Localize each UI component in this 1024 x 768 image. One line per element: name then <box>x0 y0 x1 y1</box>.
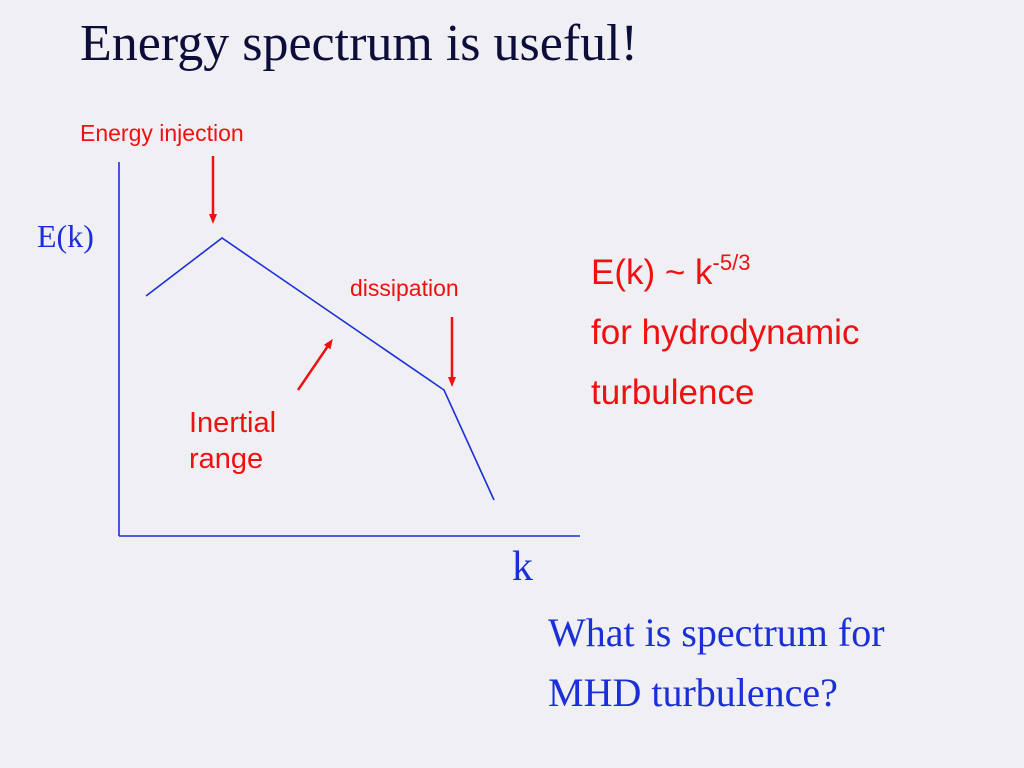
x-axis-label: k <box>512 544 533 590</box>
formula-line3: turbulence <box>591 373 755 412</box>
mhd-question: What is spectrum for MHD turbulence? <box>548 603 885 723</box>
question-line1: What is spectrum for <box>548 610 885 655</box>
y-axis-label: E(k) <box>37 218 94 254</box>
dissipation-label: dissipation <box>350 275 459 301</box>
energy-injection-label: Energy injection <box>80 120 244 146</box>
question-line2: MHD turbulence? <box>548 670 838 715</box>
slide-title: Energy spectrum is useful! <box>80 15 638 72</box>
inertial-label-line1: Inertial <box>189 407 277 439</box>
formula-line1: E(k) ~ k-5/3 <box>591 243 859 303</box>
formula-line2: for hydrodynamic <box>591 313 860 352</box>
inertial-range-arrow <box>296 338 333 391</box>
inertial-label-line2: range <box>189 443 264 475</box>
formula-base: E(k) ~ k <box>591 253 713 292</box>
kolmogorov-formula: E(k) ~ k-5/3 for hydrodynamic turbulence <box>591 243 859 423</box>
inertial-range-label: Inertial range <box>189 405 276 477</box>
spectrum-curve <box>145 237 495 501</box>
formula-exponent: -5/3 <box>712 250 751 275</box>
